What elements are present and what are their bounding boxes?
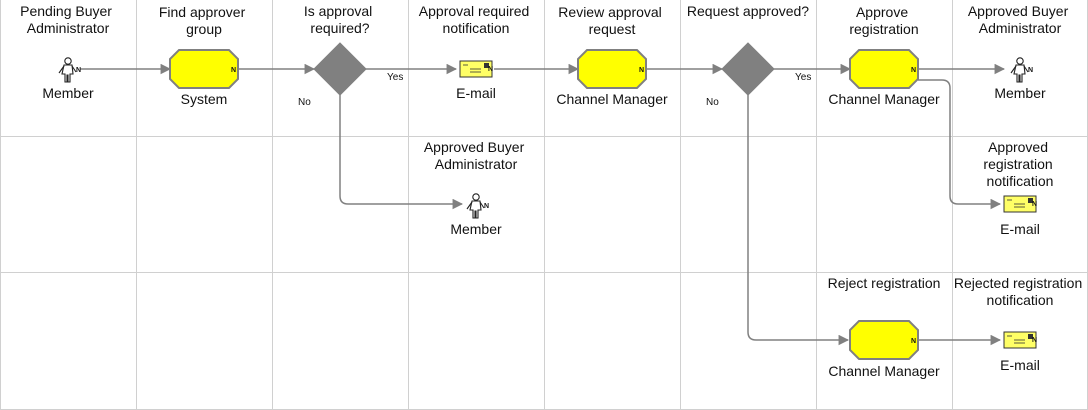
member-start-node[interactable]: N Member [42,57,94,101]
header-row3-reject: Reject registration [828,275,941,291]
header-col4: Approval required notification [419,3,533,36]
reject-task-node[interactable]: N Channel Manager [828,320,940,379]
system-task-label: System [181,91,228,107]
badge-n: N [76,67,81,74]
header-col2: Find approver group [159,4,249,37]
email-rejected-node[interactable]: N E-mail [1000,331,1040,373]
system-task-node[interactable]: N System [169,49,239,107]
badge-n: N [484,203,489,210]
person-icon [58,57,77,83]
flow-no2-to-reject [747,95,850,346]
branch-no-label: No [298,97,311,108]
decision-approval-required[interactable]: Yes No [298,42,403,108]
member-no-approval-label: Member [450,221,502,237]
email-approval-required-label: E-mail [456,85,496,101]
header-col5: Review approval request [558,4,665,37]
decision-request-approved[interactable]: Yes No [706,42,811,108]
member-no-approval-node[interactable]: N Member [450,193,502,237]
badge-n: N [1028,67,1033,74]
review-task-node[interactable]: N Channel Manager [556,49,668,107]
email-approved-label: E-mail [1000,221,1040,237]
header-col6: Request approved? [687,3,809,19]
badge-n: N [1032,337,1037,344]
reject-task-label: Channel Manager [828,363,940,379]
header-row3-email: Rejected registration notification [954,275,1086,308]
badge-n: N [639,67,644,74]
badge-n: N [488,66,493,73]
badge-n: N [911,338,916,345]
flow-approve-to-approved-email [918,79,1002,210]
branch-no-label: No [706,97,719,108]
header-col8: Approved Buyer Administrator [968,3,1072,36]
header-row2-email: Approved registration notification [983,139,1056,189]
member-start-label: Member [42,85,94,101]
member-end-approved-node[interactable]: N Member [994,57,1046,101]
person-icon [466,193,485,219]
branch-yes-label: Yes [387,72,403,83]
badge-n: N [231,67,236,74]
badge-n: N [1032,201,1037,208]
header-col3: Is approval required? [304,3,376,36]
flow-no1-to-member [339,95,464,210]
badge-n: N [911,67,916,74]
member-end-approved-label: Member [994,85,1046,101]
header-col1: Pending Buyer Administrator [20,3,116,36]
email-approval-required-node[interactable]: N E-mail [456,60,496,101]
person-icon [1010,57,1029,83]
approve-task-node[interactable]: N Channel Manager [828,49,940,107]
header-row2-member: Approved Buyer Administrator [424,139,528,172]
approve-task-label: Channel Manager [828,91,940,107]
email-rejected-label: E-mail [1000,357,1040,373]
email-approved-node[interactable]: N E-mail [1000,195,1040,237]
branch-yes-label: Yes [795,72,811,83]
connectors [80,63,1006,346]
review-task-label: Channel Manager [556,91,668,107]
header-col7: Approve registration [849,4,918,37]
